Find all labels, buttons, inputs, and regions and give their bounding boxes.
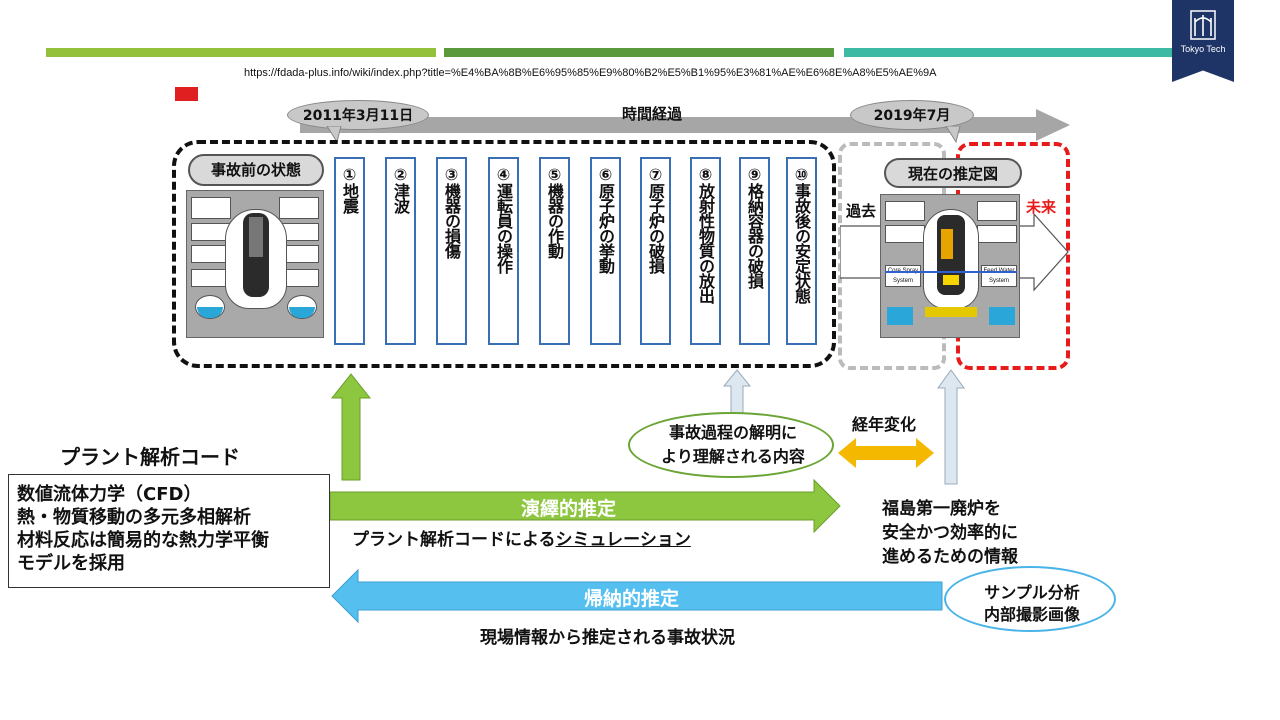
current-info-up-arrow (937, 369, 965, 485)
step-operator-action: ④運転員の操作 (488, 157, 519, 345)
step-reactor-behavior: ⑥原子炉の挙動 (590, 157, 621, 345)
understanding-oval: 事故過程の解明に より理解される内容 (628, 412, 834, 478)
deductive-label: 演繹的推定 (521, 498, 617, 520)
header-bar-green-dark (444, 48, 834, 57)
feature-item: 材料反応は簡易的な熱力学平衡 (17, 530, 269, 551)
current-date-bubble: 2019年7月 (850, 100, 974, 130)
logo-text: Tokyo Tech (1180, 44, 1226, 54)
step-equipment-operation: ⑤機器の作動 (539, 157, 570, 345)
step-reactor-failure: ⑦原子炉の破損 (640, 157, 671, 345)
red-marker (175, 87, 198, 101)
feature-item: 熱・物質移動の多元多相解析 (17, 507, 251, 528)
plant-code-up-arrow (330, 373, 372, 481)
feature-item: モデルを採用 (17, 553, 125, 574)
before-state-label: 事故前の状態 (188, 154, 324, 186)
step-stable-state: ⑩事故後の安定状態 (786, 157, 817, 345)
accident-process-frame (172, 140, 836, 368)
inductive-arrow (331, 568, 943, 624)
step-earthquake: ①地震 (334, 157, 365, 345)
timeline-arrow (300, 109, 1070, 141)
tokyo-tech-logo: Tokyo Tech (1172, 0, 1234, 82)
step-tsunami: ②津波 (385, 157, 416, 345)
past-label: 過去 (846, 202, 877, 220)
future-label: 未来 (1026, 198, 1057, 216)
sample-oval: サンプル分析 内部撮影画像 (944, 566, 1116, 632)
step-containment-failure: ⑨格納容器の破損 (739, 157, 770, 345)
current-bubble-tail (945, 126, 961, 144)
decommission-info: 福島第一廃炉を 安全かつ効率的に 進めるための情報 (882, 499, 1018, 567)
understanding-up-arrow (722, 369, 752, 415)
header-bar-green-light (46, 48, 436, 57)
start-date: 2011年3月11日 (302, 108, 414, 124)
deductive-arrow (330, 478, 841, 534)
reactor-current-diagram: Core Spray System Feed Water System (880, 194, 1020, 338)
header-bar-teal (844, 48, 1174, 57)
feature-item: 数値流体力学（CFD） (17, 484, 202, 505)
aging-double-arrow (838, 438, 934, 468)
logo-emblem-icon (1190, 10, 1216, 40)
start-date-bubble: 2011年3月11日 (287, 100, 429, 130)
deductive-caption: プラント解析コードによるシミュレーション (352, 530, 691, 550)
source-url[interactable]: https://fdada-plus.info/wiki/index.php?t… (244, 67, 937, 79)
step-radioactive-release: ⑧放射性物質の放出 (690, 157, 721, 345)
start-bubble-tail (326, 126, 342, 144)
plant-code-features: 数値流体力学（CFD） 熱・物質移動の多元多相解析 材料反応は簡易的な熱力学平衡… (8, 474, 330, 588)
current-date: 2019年7月 (873, 108, 951, 124)
reactor-before-diagram (186, 190, 324, 338)
inductive-label: 帰納的推定 (584, 588, 680, 610)
step-equipment-damage: ③機器の損傷 (436, 157, 467, 345)
aging-label: 経年変化 (852, 415, 917, 434)
current-estimate-label: 現在の推定図 (884, 158, 1022, 188)
plant-code-title: プラント解析コード (60, 445, 240, 469)
timeline-label: 時間経過 (622, 105, 683, 123)
inductive-caption: 現場情報から推定される事故状況 (480, 628, 735, 648)
